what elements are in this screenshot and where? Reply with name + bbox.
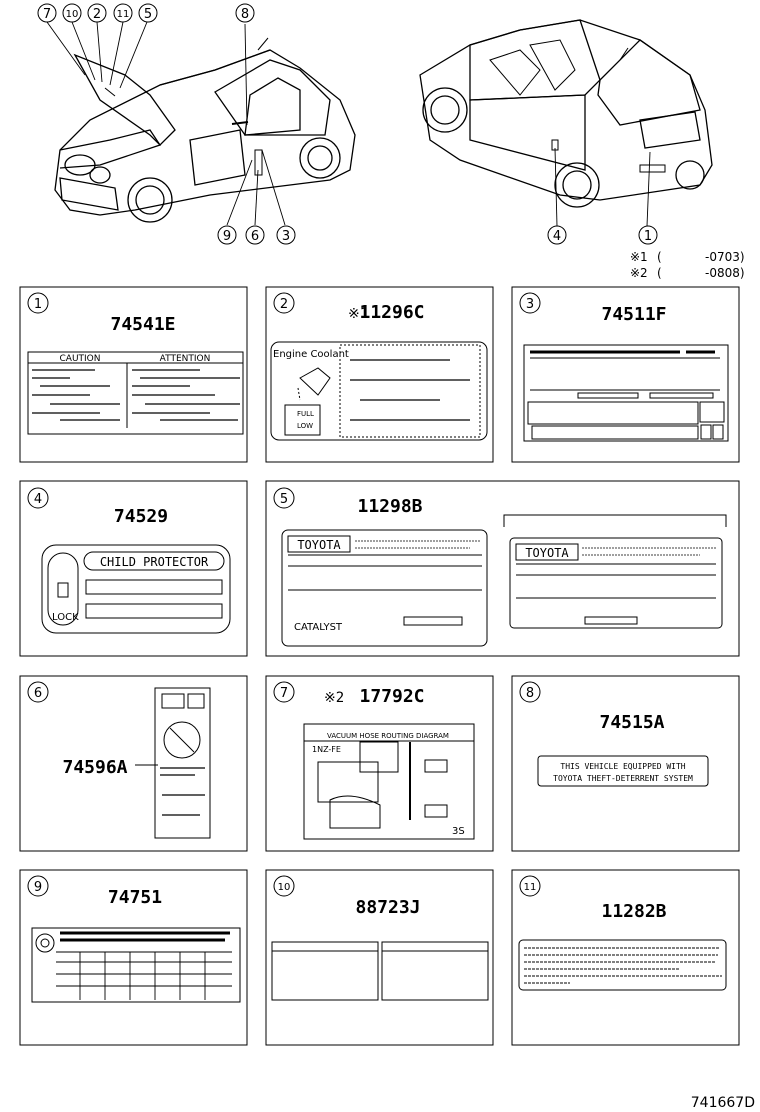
production-notes: ※1 ( -0703) ※2 ( -0808): [630, 250, 745, 280]
panel-7-prefix: ※2: [324, 690, 344, 706]
label-74751: [31, 927, 241, 1003]
engine-code: 1NZ-FE: [312, 745, 341, 754]
part-74541E: 74541E: [110, 314, 175, 335]
panel-5-number: 5: [280, 492, 288, 507]
callout-2: 2: [93, 7, 101, 22]
theft-line-2: TOYOTA THEFT-DETERRENT SYSTEM: [553, 774, 693, 783]
panel-7-number: 7: [280, 686, 288, 701]
child-protector-text: CHILD PROTECTOR: [100, 555, 209, 569]
callout-9: 9: [223, 229, 231, 244]
label-88723J: [271, 941, 489, 1001]
panel-frames: [19, 286, 740, 1046]
callout-7: 7: [43, 7, 51, 22]
part-74751: 74751: [108, 887, 162, 908]
part-11296C: 11296C: [359, 302, 424, 323]
callout-11: 11: [117, 9, 130, 20]
panel-3-number: 3: [526, 297, 534, 312]
note-2-paren: (: [657, 266, 662, 280]
part-11282B: 11282B: [601, 901, 666, 922]
label-11296C: Engine Coolant FULL LOW: [270, 341, 488, 441]
callout-10: 10: [66, 9, 79, 20]
panel-4-number: 4: [34, 492, 42, 507]
part-74515A: 74515A: [599, 712, 664, 733]
front-car-illustration: [54, 37, 356, 223]
callout-5: 5: [144, 7, 152, 22]
theft-line-1: THIS VEHICLE EQUIPPED WITH: [560, 762, 685, 771]
label-74541E: CAUTION ATTENTION: [27, 351, 244, 435]
panel-2-number: 2: [280, 297, 288, 312]
callout-8: 8: [241, 7, 249, 22]
label-17792C: VACUUM HOSE ROUTING DIAGRAM 1NZ-FE 3S: [303, 723, 475, 840]
part-11298B: 11298B: [357, 496, 422, 517]
label-3s: 3S: [452, 826, 465, 837]
panel-8-number: 8: [526, 686, 534, 701]
vacuum-diagram-title: VACUUM HOSE ROUTING DIAGRAM: [327, 732, 449, 740]
rear-callouts: 4 1: [547, 225, 658, 245]
label-74529: LOCK CHILD PROTECTOR: [41, 544, 231, 634]
callout-1: 1: [644, 229, 652, 244]
panel-numbers: 1 2 3 4 5 6 7 8 9 10 11: [27, 292, 541, 897]
note-1-range: -0703): [705, 250, 745, 264]
panel-10-number: 10: [278, 882, 291, 893]
part-numbers: 74541E ※1 11296C 74511F 74529 11298B 745…: [62, 302, 666, 922]
engine-coolant-text: Engine Coolant: [273, 349, 349, 360]
toyota-text-2: TOYOTA: [525, 546, 569, 560]
front-callouts: 7 10 2 11 5 8 9 6 3: [37, 3, 296, 245]
label-74515A: THIS VEHICLE EQUIPPED WITH TOYOTA THEFT-…: [537, 755, 709, 787]
panel-1-number: 1: [34, 297, 42, 312]
note-2-range: -0808): [705, 266, 745, 280]
label-11282B: [518, 939, 727, 991]
panel-6-number: 6: [34, 686, 42, 701]
full-text: FULL: [297, 410, 314, 418]
toyota-text-1: TOYOTA: [297, 538, 341, 552]
label-74596A: [135, 687, 211, 839]
note-2-mark: ※2: [630, 266, 648, 280]
note-1-paren: (: [657, 250, 662, 264]
diagram-id: 741667D: [691, 1095, 755, 1111]
lock-text: LOCK: [52, 612, 79, 623]
part-74511F: 74511F: [601, 304, 666, 325]
rear-leader-lines: [554, 147, 651, 227]
attention-text: ATTENTION: [160, 354, 211, 364]
part-74529: 74529: [114, 506, 168, 527]
panel-9-number: 9: [34, 880, 42, 895]
part-74596A: 74596A: [62, 757, 127, 778]
label-11298B: TOYOTA CATALYST TOYOTA: [281, 514, 727, 647]
panel-2-prefix: ※1: [348, 306, 368, 322]
part-17792C: 17792C: [359, 686, 424, 707]
caution-text: CAUTION: [60, 354, 101, 364]
low-text: LOW: [297, 422, 313, 430]
label-74511F: [523, 344, 729, 442]
catalyst-text: CATALYST: [294, 622, 343, 633]
callout-6: 6: [251, 229, 259, 244]
part-88723J: 88723J: [355, 897, 420, 918]
rear-car-illustration: [419, 19, 713, 208]
panel-11-number: 11: [524, 882, 537, 893]
callout-3: 3: [282, 229, 290, 244]
front-leader-lines: [46, 21, 286, 226]
note-1-mark: ※1: [630, 250, 648, 264]
callout-4: 4: [553, 229, 561, 244]
